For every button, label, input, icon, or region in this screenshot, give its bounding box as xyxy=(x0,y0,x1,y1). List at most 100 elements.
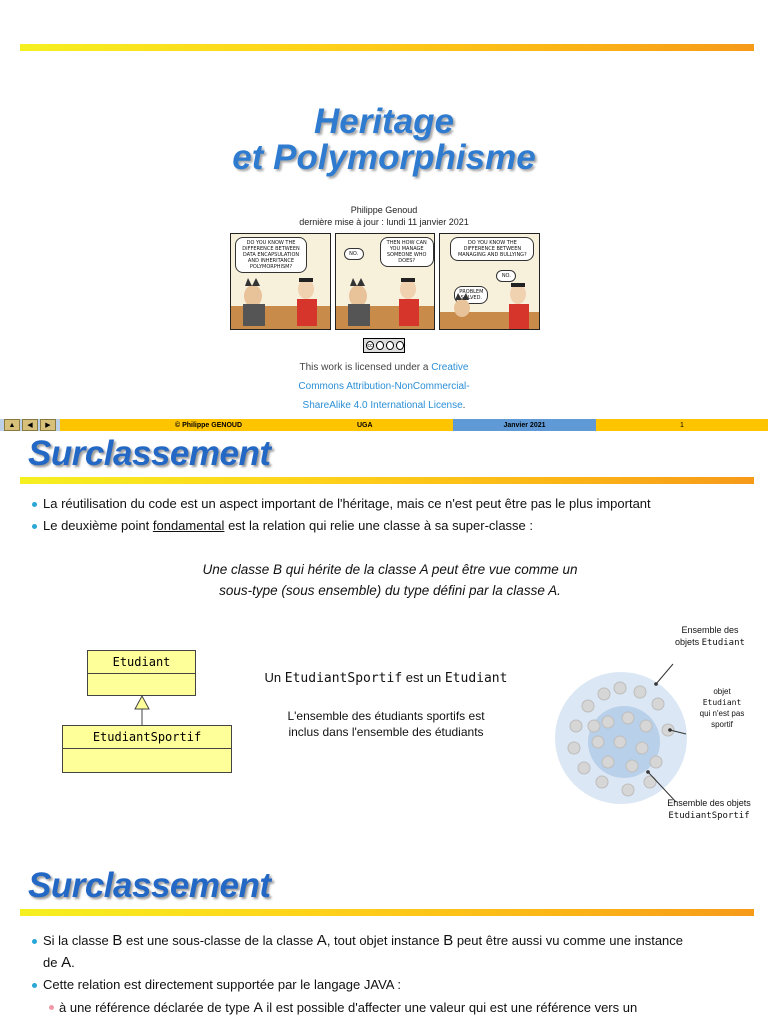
statement-text: Un xyxy=(264,670,282,685)
comic-characters xyxy=(440,283,540,329)
comic-bubble: DO YOU KNOW THE DIFFERENCE BETWEEN MANAG… xyxy=(450,237,535,261)
label-class: Etudiant xyxy=(702,698,742,707)
comic-panel-2: NO. THEN HOW CAN YOU MANAGE SOMEONE WHO … xyxy=(334,233,436,330)
label-line: sportif xyxy=(711,720,733,729)
bullet-text: est la relation qui relie une classe à s… xyxy=(228,518,533,533)
set-diagram xyxy=(555,663,687,804)
license-link[interactable]: Commons Attribution-NonCommercial- xyxy=(298,381,470,392)
label-inner-set: Ensemble des objets EtudiantSportif xyxy=(654,797,764,823)
bullet-text: à une référence déclarée de type xyxy=(59,1000,250,1015)
quote-line: sous-type (sous ensemble) du type défini… xyxy=(219,583,561,598)
comic-panel-1: DO YOU KNOW THE DIFFERENCE BETWEEN DATA … xyxy=(230,233,331,330)
license-notice: This work is licensed under a Creative C… xyxy=(0,358,768,415)
bullet-text: est une sous-classe de la classe xyxy=(126,933,314,948)
footer-author: © Philippe GENOUD xyxy=(60,419,357,431)
bullet-item: Le deuxième point fondamental est la rel… xyxy=(32,515,752,537)
bullet-item: Cette relation est directement supportée… xyxy=(32,974,752,996)
bullet-text: de xyxy=(43,955,58,970)
comic-bubble: NO. xyxy=(496,270,517,282)
bullet-text: il est possible d'affecter une valeur qu… xyxy=(266,1000,638,1015)
object-dots xyxy=(567,681,675,797)
comic-characters xyxy=(231,278,330,329)
bullet-text: Si la classe xyxy=(43,933,109,948)
label-line: Ensemble des xyxy=(681,625,739,635)
license-prefix: This work is licensed under a xyxy=(299,362,429,373)
label-outer-set: Ensemble des objets Etudiant xyxy=(660,624,760,649)
triangle-up-icon: ▲ xyxy=(8,421,16,429)
bullet-text: Le deuxième point xyxy=(43,518,150,533)
author-block: Philippe Genoud dernière mise à jour : l… xyxy=(0,204,768,228)
footer-date: Janvier 2021 xyxy=(453,419,596,431)
class-letter: B xyxy=(112,932,123,949)
sub-bullet-item: à une référence déclarée de type A il es… xyxy=(32,996,752,1019)
bullet-text: , tout objet instance xyxy=(326,933,440,948)
triangle-left-icon: ◀ xyxy=(27,422,33,429)
slide-1: Heritage et Polymorphisme Philippe Genou… xyxy=(0,0,768,432)
prev-slide-button[interactable]: ◀ xyxy=(22,419,38,431)
comic-bubble: THEN HOW CAN YOU MANAGE SOMEONE WHO DOES… xyxy=(379,237,434,267)
author-name: Philippe Genoud xyxy=(350,205,418,215)
statement-class: EtudiantSportif xyxy=(284,671,403,686)
comic-characters xyxy=(335,278,435,329)
class-letter: A xyxy=(61,954,72,971)
label-line: objets xyxy=(675,637,700,647)
set-text-line: L'ensemble des étudiants sportifs est xyxy=(287,709,485,723)
slide-2: Surclassement La réutilisation du code e… xyxy=(0,432,768,852)
license-link[interactable]: ShareAlike 4.0 International License xyxy=(302,400,463,411)
label-object: objet Etudiant qui n'est pas sportif xyxy=(690,686,754,730)
label-line: objet xyxy=(713,687,731,696)
title-accent-bar xyxy=(20,477,754,484)
last-updated: dernière mise à jour : lundi 11 janvier … xyxy=(299,217,469,227)
uml-inheritance-arrow xyxy=(134,695,150,725)
bullet-text: Cette relation est directement supportée… xyxy=(43,977,401,992)
label-line: Ensemble des objets xyxy=(667,798,751,808)
bullet-text: peut être aussi vu comme une instance xyxy=(456,933,684,948)
bullet-list: Si la classe B est une sous-classe de la… xyxy=(32,930,752,1019)
license-link[interactable]: Creative xyxy=(431,362,469,373)
label-class: Etudiant xyxy=(701,638,745,648)
nc-icon xyxy=(386,341,394,350)
by-icon xyxy=(376,341,384,350)
first-slide-button[interactable]: ▲ xyxy=(4,419,20,431)
uml-class-name: Etudiant xyxy=(88,651,195,674)
slide-nav: ▲ ◀ ▶ xyxy=(0,419,60,431)
license-suffix: . xyxy=(462,400,466,411)
comic-panel-3: DO YOU KNOW THE DIFFERENCE BETWEEN MANAG… xyxy=(439,233,541,330)
statement-text: est un xyxy=(405,670,442,685)
class-letter: A xyxy=(253,999,263,1015)
creative-commons-badge[interactable]: cc xyxy=(363,338,405,353)
uml-class-etudiantsportif: EtudiantSportif xyxy=(62,725,232,773)
emphasis-word: fondamental xyxy=(152,518,225,533)
next-slide-button[interactable]: ▶ xyxy=(40,419,56,431)
top-accent-bar xyxy=(20,44,754,51)
uml-class-name: EtudiantSportif xyxy=(63,726,231,749)
footer-page-number: 1 xyxy=(596,419,768,431)
bullet-item: La réutilisation du code est un aspect i… xyxy=(32,493,752,515)
class-letter: A xyxy=(316,932,327,949)
quote-line: Une classe B qui hérite de la classe A p… xyxy=(202,562,578,577)
bullet-list: La réutilisation du code est un aspect i… xyxy=(32,493,752,537)
label-class: EtudiantSportif xyxy=(668,811,750,821)
definition-quote: Une classe B qui hérite de la classe A p… xyxy=(0,559,768,601)
bullet-text: . xyxy=(71,955,75,970)
comic-bubble: DO YOU KNOW THE DIFFERENCE BETWEEN DATA … xyxy=(235,237,307,273)
is-a-statement: Un EtudiantSportif est un Etudiant xyxy=(246,670,526,686)
slide-footer: ▲ ◀ ▶ © Philippe GENOUD UGA Janvier 2021… xyxy=(0,419,768,431)
footer-org: UGA xyxy=(357,419,453,431)
title-line-2: et Polymorphisme xyxy=(232,138,536,177)
label-line: qui n'est pas xyxy=(699,709,745,718)
bullet-text: La réutilisation du code est un aspect i… xyxy=(43,496,651,511)
set-text-line: inclus dans l'ensemble des étudiants xyxy=(288,725,484,739)
slide-title: Surclassement xyxy=(28,866,271,905)
class-letter: B xyxy=(443,932,454,949)
title-line-1: Heritage xyxy=(313,102,455,141)
slide-title: Surclassement xyxy=(28,434,271,473)
comic-bubble: NO. xyxy=(343,248,364,260)
dilbert-comic: DO YOU KNOW THE DIFFERENCE BETWEEN DATA … xyxy=(230,233,541,330)
slide-3: Surclassement Si la classe B est une sou… xyxy=(0,852,768,1024)
uml-class-etudiant: Etudiant xyxy=(87,650,196,696)
set-inclusion-text: L'ensemble des étudiants sportifs est in… xyxy=(246,708,526,740)
title-accent-bar xyxy=(20,909,754,916)
triangle-right-icon: ▶ xyxy=(45,422,51,429)
bullet-item: Si la classe B est une sous-classe de la… xyxy=(32,930,752,974)
